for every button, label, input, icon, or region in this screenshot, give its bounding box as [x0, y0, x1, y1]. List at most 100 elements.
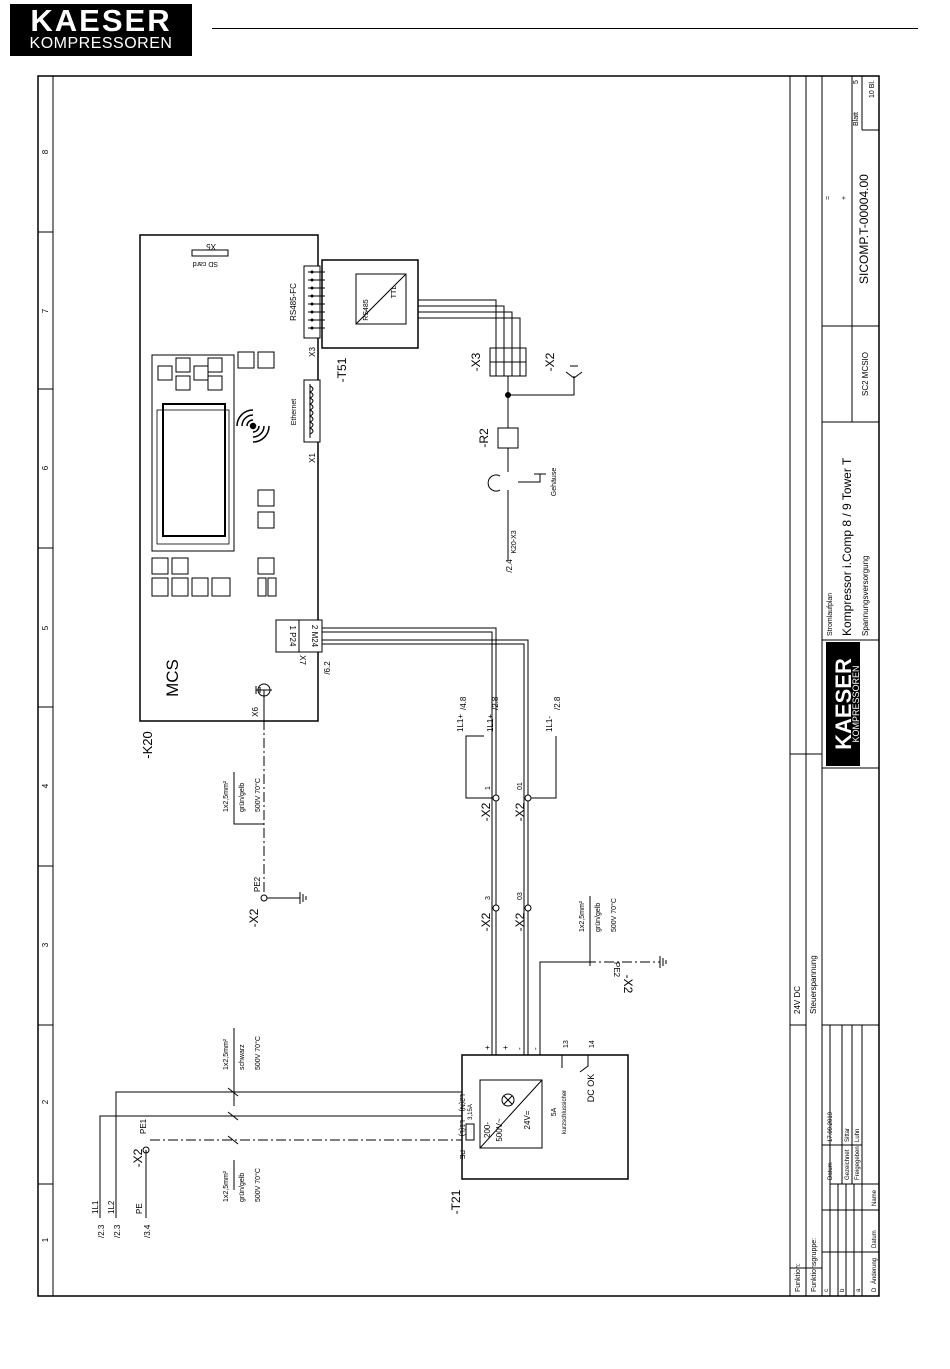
fuse: [465, 1123, 475, 1141]
t21-14: 14: [589, 1040, 596, 1048]
r2-tag: -R2: [477, 428, 491, 448]
tb-row-c: c: [824, 1289, 830, 1292]
t21-minus2: -: [531, 1047, 540, 1050]
housing-label: Gehäuse: [551, 468, 558, 497]
tb-funktion: Funktion:: [795, 1263, 802, 1292]
t21-l2: L2(N): [458, 1094, 465, 1112]
t21-13: 13: [563, 1040, 570, 1048]
r2-resistor: [497, 427, 519, 449]
pot-1l1p-a-ref: /4.8: [459, 696, 468, 710]
logo-line-2: KOMPRESSOREN: [29, 35, 173, 52]
pot-1l1m: 1L1-: [545, 716, 554, 732]
tb-datum: Datum: [828, 1162, 834, 1180]
titleblock-logo: KAESER KOMPRESSOREN: [826, 642, 861, 766]
k20-display-bezel: [151, 354, 235, 552]
w-ge3-0: 1x2,5mm²: [223, 1170, 230, 1202]
tb-eq: =: [825, 196, 832, 200]
grid-ticks: [38, 231, 53, 1185]
tb-subtitle: Spannungsversorgung: [861, 555, 870, 636]
tb-funktionsgruppe: Funktionsgruppe:: [811, 1238, 818, 1292]
x7-label: X7: [298, 655, 307, 665]
in-1l1: 1L1: [91, 1200, 100, 1214]
pot-1l1m-ref: /2.8: [553, 696, 562, 710]
x2-01-pin: 01: [517, 782, 524, 790]
in-1l1-ref: /2.3: [97, 1224, 106, 1238]
grid-col-4: 4: [41, 783, 50, 788]
ac-input-wires: [99, 1087, 462, 1218]
t21-power-supply: 3,15A 200- 500V~ 24V= 5A kurzschlussiche…: [449, 1040, 629, 1214]
tb-datum-col: Datum: [872, 1230, 878, 1248]
t21-minus1: -: [515, 1047, 524, 1050]
logo-line-1: KAESER: [30, 3, 172, 38]
tb-freigegeben-val: Luhn: [855, 1129, 861, 1142]
pe2a-tag: -X2: [247, 908, 261, 927]
tb-blatt-total: 10 Bl.: [869, 80, 876, 98]
ref-6-2: /6.2: [323, 661, 332, 675]
pot-1l1p-b-ref: /2.8: [491, 696, 500, 710]
grid-col-8: 8: [41, 149, 50, 154]
in-pe: PE: [135, 1203, 144, 1214]
supply-wires: [263, 627, 660, 1055]
tb-datum-val: 17.09.2019: [828, 1111, 834, 1142]
tb-plus: +: [841, 196, 848, 200]
pot-1l1p-b: 1L1+: [486, 714, 495, 732]
w-ge1-1: grün/gelb: [239, 783, 246, 812]
x3-tag: -X3: [469, 352, 483, 371]
housing-conn: K20-X3: [511, 530, 518, 553]
w-ge2-1: grün/gelb: [595, 903, 602, 932]
in-1l2-ref: /2.3: [113, 1224, 122, 1238]
t21-plus1: +: [483, 1045, 492, 1050]
pe2a-pin: PE2: [253, 876, 262, 892]
bus-name: Steuerspannung: [809, 955, 818, 1014]
x7-pin-m24: 2 M24: [310, 625, 319, 648]
t21-l1: L1(L): [458, 1120, 465, 1136]
pe1-tag: -X2: [131, 1148, 145, 1167]
x6-earth-icon: [255, 683, 272, 720]
sd-card-slot: [191, 249, 229, 257]
k20-tag: -K20: [140, 731, 155, 758]
t21-short: kurzschlussicher: [562, 1090, 568, 1134]
w-ge2-0: 1x2,5mm²: [579, 900, 586, 932]
tb-logo-line-2: KOMPRESSOREN: [851, 665, 861, 742]
pe1-pin: PE1: [139, 1118, 148, 1134]
k20-keypad-top: [157, 351, 275, 391]
pot-1l1p-a: 1L1+: [456, 714, 465, 732]
tb-aenderung: Änderung: [871, 1258, 878, 1284]
grid-col-1: 1: [41, 1237, 50, 1242]
in-pe-ref: /3.4: [143, 1224, 152, 1238]
grid-col-5: 5: [41, 625, 50, 630]
grid-col-3: 3: [41, 942, 50, 947]
x7-pin-p24: 1 P24: [288, 626, 297, 647]
w-sw-2: 500V 70°C: [254, 1036, 262, 1070]
x3-connector: [418, 299, 527, 428]
w-sw-0: 1x2,5mm²: [223, 1038, 230, 1070]
header-rule: [212, 28, 918, 29]
tb-logo-line-1: KAESER: [831, 658, 856, 750]
t21-vin2: 500V~: [495, 1118, 504, 1142]
k20-keypad-bottom: [151, 489, 277, 597]
k20-box: [139, 234, 319, 722]
tb-gezeichnet: Gezeichnet: [845, 1149, 851, 1180]
ethernet-port: [303, 379, 321, 443]
tb-name-col: Name: [872, 1189, 878, 1206]
t51-rs485-label: RS485: [363, 299, 370, 321]
tb-row-a: a: [856, 1288, 862, 1292]
in-1l2: 1L2: [107, 1200, 116, 1214]
wire-spec-leaders: [233, 772, 591, 1190]
earth-symbols: [299, 892, 667, 968]
w-ge3-2: 500V 70°C: [254, 1168, 262, 1202]
tb-row-b: b: [840, 1288, 846, 1292]
outer-frame: [37, 75, 880, 1297]
x2-shield-tag: -X2: [543, 352, 557, 371]
wireless-icon: [236, 409, 270, 443]
x2-terminals: [142, 794, 532, 1154]
w-ge2-2: 500V 70°C: [610, 898, 618, 932]
x2-03-pin: 03: [517, 892, 524, 900]
title-block-lines: [789, 76, 879, 1296]
housing-ref: /2.4: [505, 559, 514, 573]
grid-col-7: 7: [41, 308, 50, 313]
x2-shield-terminal: [508, 365, 583, 396]
t21-vin1: 200-: [483, 1122, 492, 1138]
tb-title: Kompressor i.Comp 8 / 9 Tower T: [840, 457, 854, 636]
